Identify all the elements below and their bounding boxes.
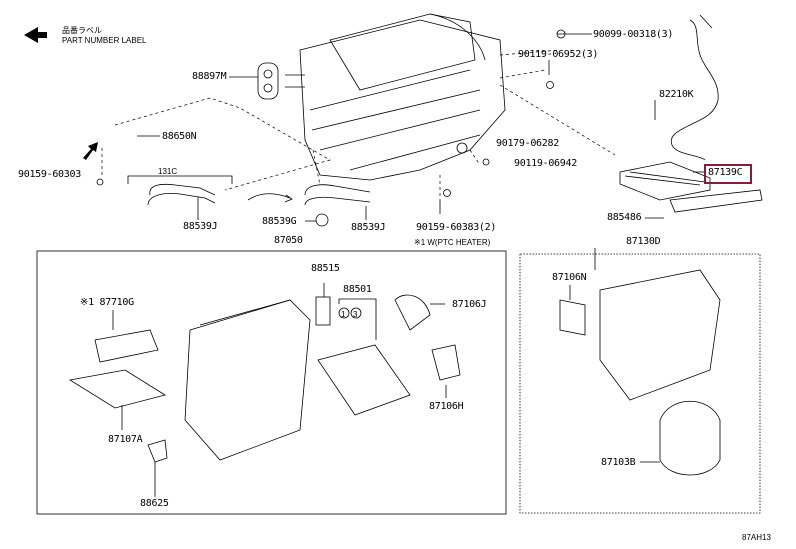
part-label-87106J[interactable]: 87106J bbox=[452, 299, 487, 310]
highlight-box-87139C bbox=[704, 164, 752, 184]
part-label-90119-06952[interactable]: 90119-06952(3) bbox=[518, 49, 599, 60]
part-label-90179-06282[interactable]: 90179-06282 bbox=[496, 138, 559, 149]
dashed-leader-lines bbox=[101, 49, 616, 200]
fasteners bbox=[96, 29, 592, 197]
part-label-131C[interactable]: 131C bbox=[158, 167, 178, 176]
part-label-87710G[interactable]: ※1 87710G bbox=[80, 297, 134, 308]
ptc-heater-note: ※1 W(PTC HEATER) bbox=[414, 238, 491, 247]
part-label-87107A[interactable]: 87107A bbox=[108, 434, 143, 445]
part-label-87106N[interactable]: 87106N bbox=[552, 272, 587, 283]
circle-callout-1: 1 bbox=[341, 310, 346, 319]
wire-harness bbox=[670, 14, 719, 161]
part-label-88625[interactable]: 88625 bbox=[140, 498, 169, 509]
hvac-unit-upper bbox=[257, 13, 506, 181]
leader-lines bbox=[137, 60, 705, 255]
part-label-90119-06942[interactable]: 90119-06942 bbox=[514, 158, 577, 169]
part-label-88539J-left[interactable]: 88539J bbox=[183, 221, 218, 232]
part-label-88539G[interactable]: 88539G bbox=[262, 216, 297, 227]
part-label-87103B[interactable]: 87103B bbox=[601, 457, 636, 468]
part-label-arrow-icon bbox=[83, 142, 98, 160]
part-label-90159-60383[interactable]: 90159-60383(2) bbox=[416, 222, 497, 233]
lower-leader-lines bbox=[112, 255, 660, 497]
legend-jp-text: 品番ラベル bbox=[62, 26, 102, 35]
circle-callout-3: 3 bbox=[353, 310, 358, 319]
part-label-885486[interactable]: 885486 bbox=[607, 212, 642, 223]
part-label-87130D[interactable]: 87130D bbox=[626, 236, 661, 247]
part-label-88650N[interactable]: 88650N bbox=[162, 131, 197, 142]
part-label-90159-60303[interactable]: 90159-60303 bbox=[18, 169, 81, 180]
part-label-82210K[interactable]: 82210K bbox=[659, 89, 694, 100]
part-label-88897M[interactable]: 88897M bbox=[192, 71, 227, 82]
part-label-88515[interactable]: 88515 bbox=[311, 263, 340, 274]
arrow-left-icon bbox=[24, 27, 47, 43]
part-label-88501[interactable]: 88501 bbox=[343, 284, 372, 295]
part-label-90099[interactable]: 90099-00318(3) bbox=[593, 29, 674, 40]
drain-hoses bbox=[147, 183, 371, 227]
legend-en-text: PART NUMBER LABEL bbox=[62, 36, 147, 45]
part-label-87139C[interactable]: 87139C bbox=[708, 167, 743, 178]
unit-assembly-box bbox=[36, 250, 507, 515]
part-label-87050[interactable]: 87050 bbox=[274, 235, 303, 246]
lower-components bbox=[68, 269, 721, 476]
diagram-code: 87AH13 bbox=[742, 533, 771, 542]
hose-set-bracket bbox=[127, 175, 233, 184]
cabin-air-filter bbox=[619, 161, 763, 213]
part-label-88539J-mid[interactable]: 88539J bbox=[351, 222, 386, 233]
part-label-87106H[interactable]: 87106H bbox=[429, 401, 464, 412]
blower-assembly-box bbox=[519, 253, 761, 514]
